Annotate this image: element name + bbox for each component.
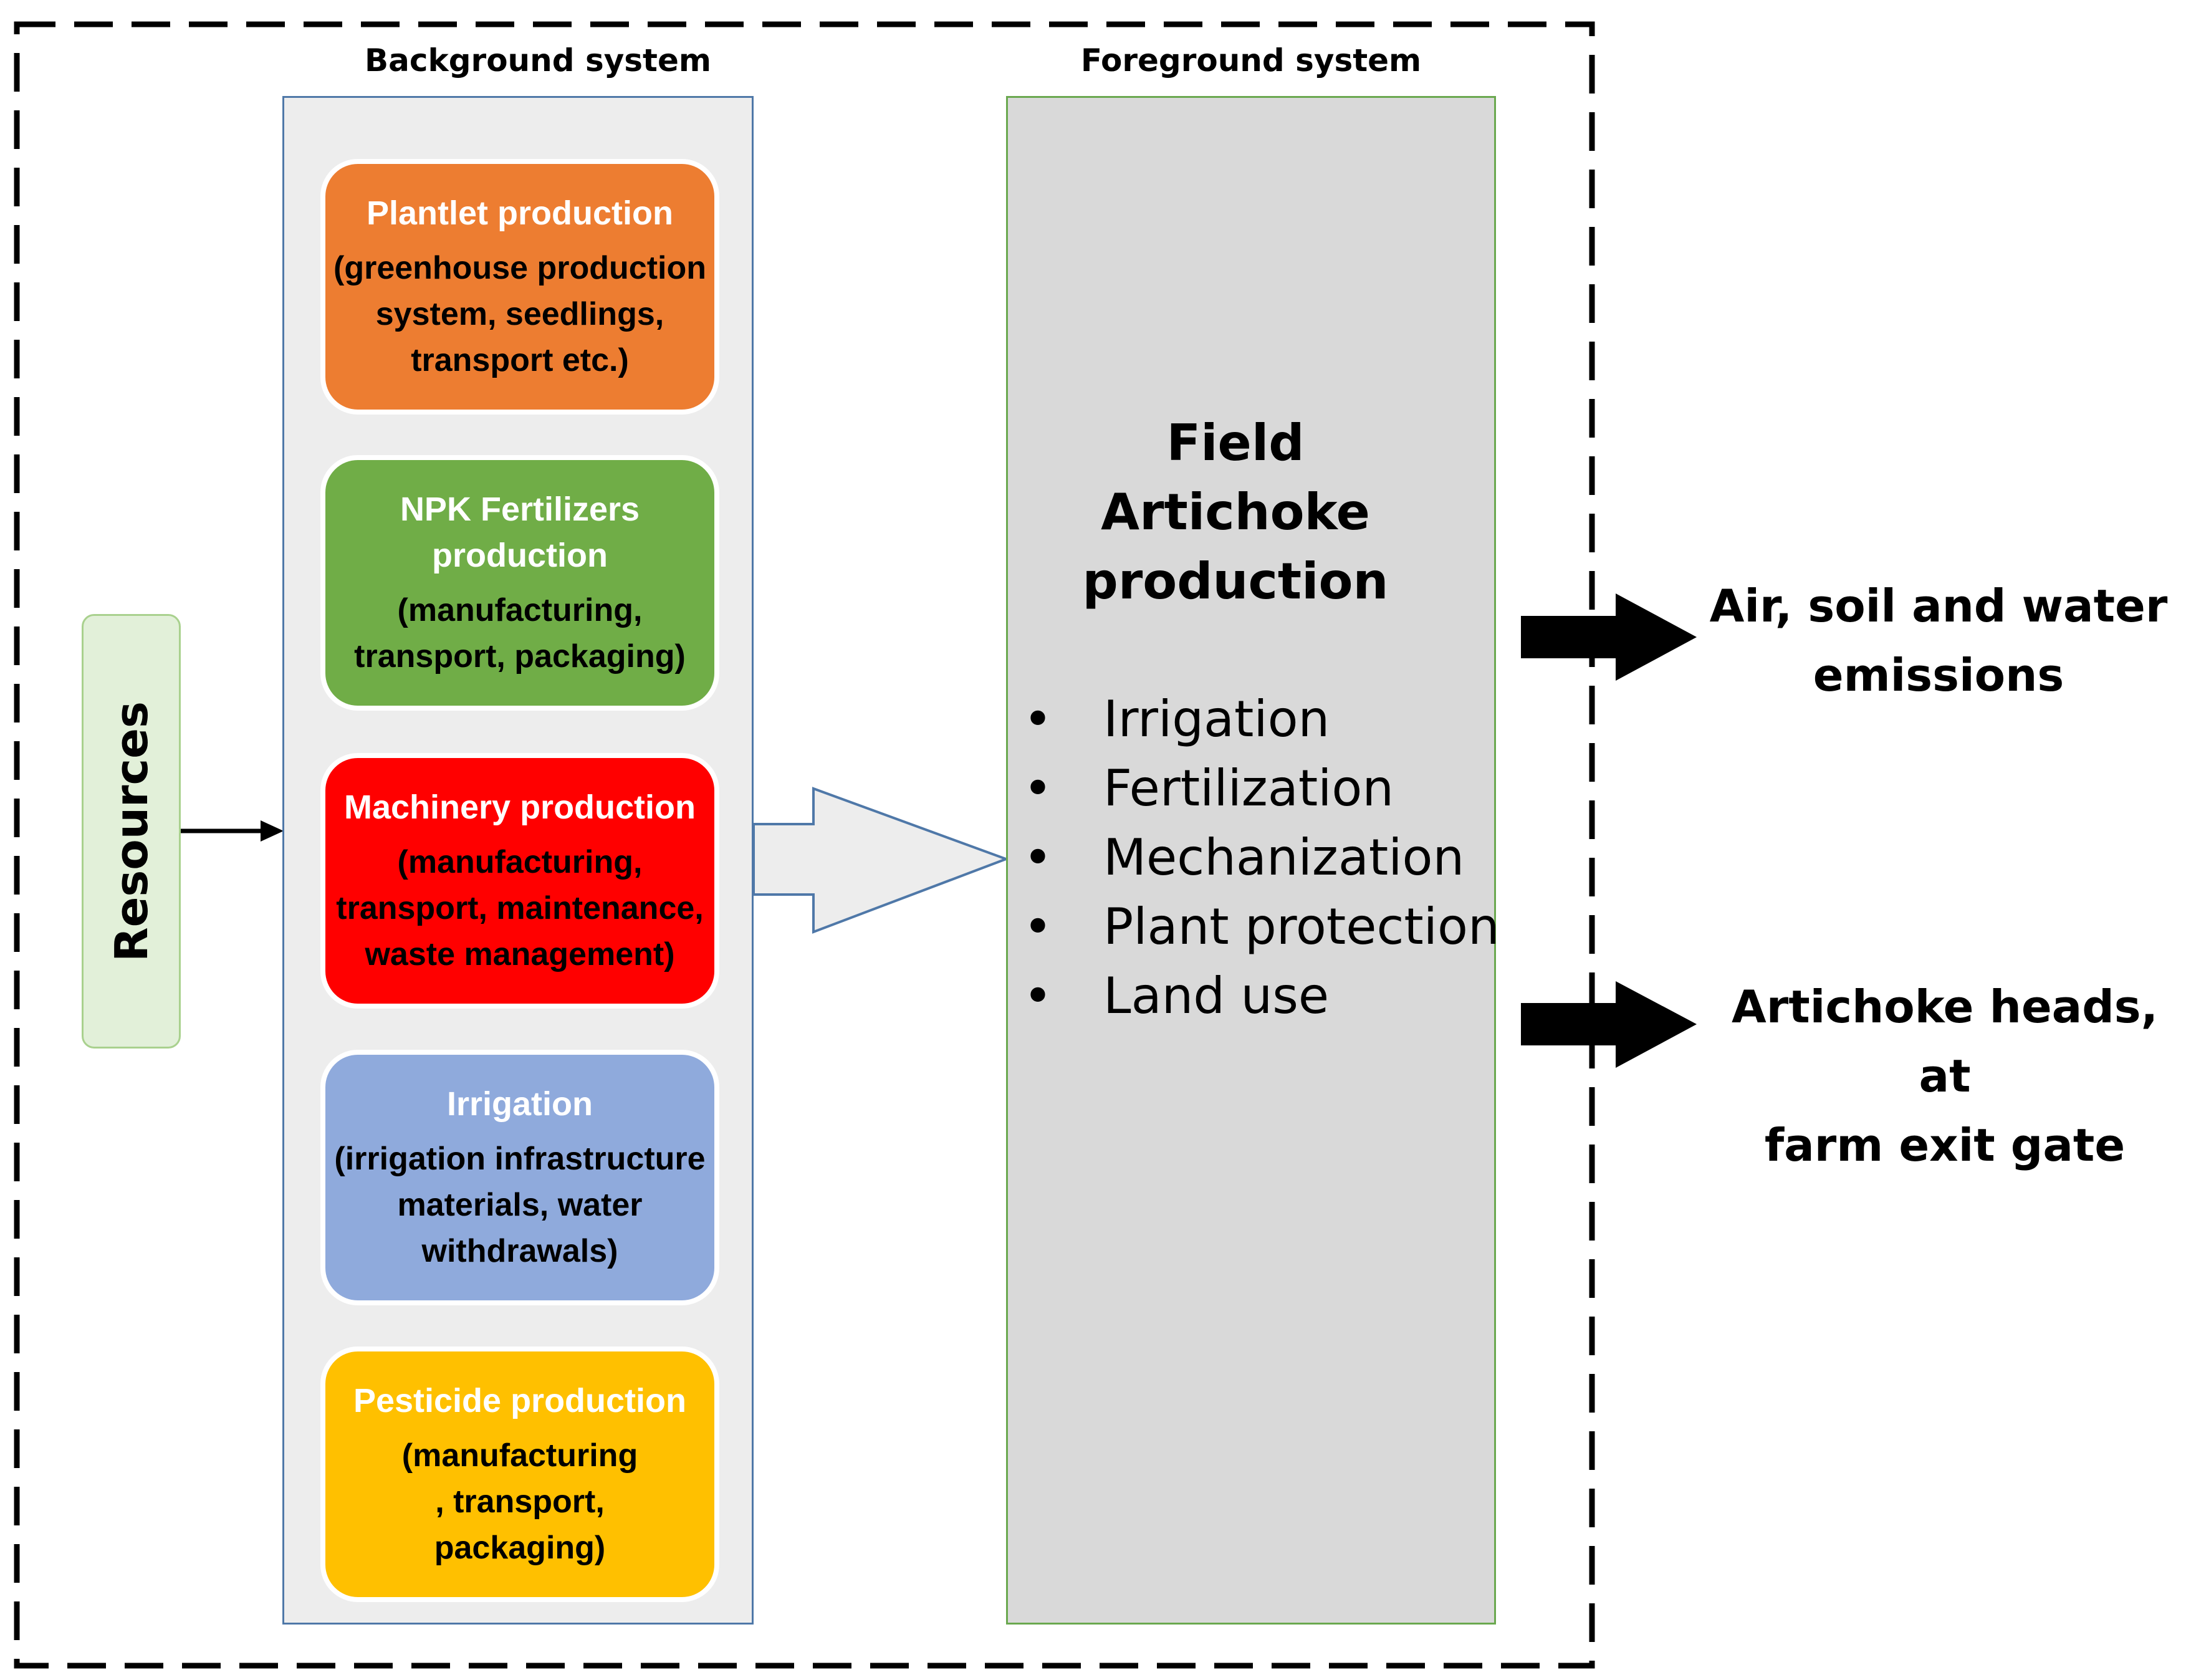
list-item: • Land use — [1022, 961, 1496, 1030]
bullet-icon: • — [1023, 967, 1053, 1025]
npk-fertilizers-description: (manufacturing, transport, packaging) — [354, 592, 686, 674]
npk-fertilizers-box: NPK Fertilizers production (manufacturin… — [320, 455, 719, 711]
machinery-production-title: Machinery production — [343, 789, 696, 826]
npk-fertilizers-title: NPK Fertilizers production — [400, 491, 640, 574]
activity-land-use: Land use — [1103, 967, 1330, 1025]
product-output-arrow — [1521, 981, 1697, 1068]
background-system-header: Background system — [365, 42, 711, 79]
activity-fertilization: Fertilization — [1103, 759, 1394, 817]
product-output-label: Artichoke heads, at farm exit gate — [1732, 981, 2158, 1171]
machinery-production-box: Machinery production (manufacturing, tra… — [320, 753, 719, 1009]
bullet-icon: • — [1023, 690, 1053, 748]
pesticide-production-title: Pesticide production — [353, 1382, 687, 1419]
field-artichoke-production-title: Field Artichoke production — [1082, 414, 1389, 610]
activity-mechanization: Mechanization — [1103, 828, 1465, 886]
list-item: • Irrigation — [1022, 684, 1496, 754]
foreground-system-panel — [1006, 96, 1496, 1625]
pesticide-production-box: Pesticide production (manufacturing , tr… — [320, 1346, 719, 1602]
resources-arrow-head — [261, 820, 284, 842]
resources-box: Resources — [82, 614, 181, 1049]
plantlet-production-box: Plantlet production (greenhouse producti… — [320, 159, 719, 415]
background-to-foreground-arrow — [752, 787, 1010, 934]
plantlet-production-title: Plantlet production — [367, 194, 673, 232]
list-item: • Mechanization — [1022, 823, 1496, 892]
list-item: • Fertilization — [1022, 754, 1496, 823]
plantlet-production-description: (greenhouse production system, seedlings… — [333, 250, 706, 378]
irrigation-box: Irrigation (irrigation infrastructure ma… — [320, 1050, 719, 1305]
machinery-production-description: (manufacturing, transport, maintenance, … — [336, 844, 704, 972]
irrigation-title: Irrigation — [446, 1085, 593, 1123]
resources-label: Resources — [105, 701, 158, 962]
foreground-system-header: Foreground system — [1080, 42, 1422, 79]
bullet-icon: • — [1023, 759, 1053, 817]
foreground-activities-list: • Irrigation • Fertilization • Mechaniza… — [1022, 684, 1499, 1030]
bullet-icon: • — [1023, 898, 1053, 956]
emissions-output-label: Air, soil and water emissions — [1709, 580, 2168, 701]
activity-plant-protection: Plant protection — [1103, 898, 1500, 956]
bullet-icon: • — [1023, 828, 1053, 886]
irrigation-description: (irrigation infrastructure materials, wa… — [334, 1141, 706, 1269]
emissions-output-arrow — [1521, 593, 1697, 681]
activity-irrigation: Irrigation — [1103, 690, 1330, 748]
list-item: • Plant protection — [1022, 892, 1499, 961]
pesticide-production-description: (manufacturing , transport, packaging) — [401, 1438, 638, 1566]
